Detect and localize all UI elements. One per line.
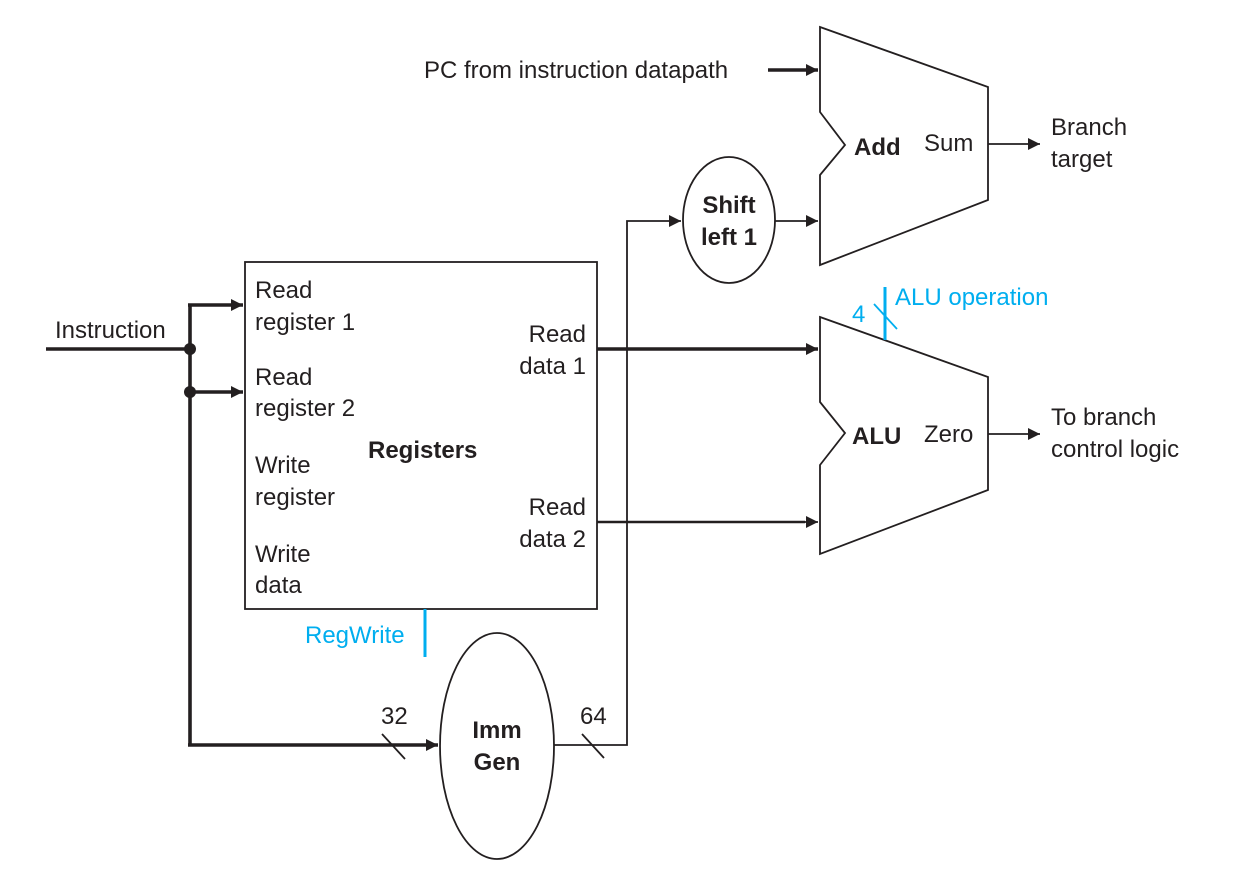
imm-out-width-label: 64 [580,703,607,730]
registers-label: Registers [368,437,477,464]
shift-label-b: left 1 [701,224,757,251]
junction-dot-2 [184,386,196,398]
shift-label-a: Shift [702,192,755,219]
imm-in-width-label: 32 [381,703,408,730]
pc-input-label: PC from instruction datapath [424,57,728,84]
read-data-1-label-b: data 1 [519,353,586,380]
write-register-label-a: Write [255,452,311,479]
alu-label: ALU [852,423,901,450]
imm-out-width-slash [581,733,605,759]
junction-dot-1 [184,343,196,355]
write-register-label-b: register [255,484,335,511]
read-register-1-label-b: register 1 [255,309,355,336]
read-register-2-label-a: Read [255,364,312,391]
alu-unit [819,315,989,556]
read-register-2-label-b: register 2 [255,395,355,422]
alu-zero-label: Zero [924,421,973,448]
branch-target-label-b: target [1051,146,1113,173]
read-data-1-label-a: Read [529,321,586,348]
alu-operation-label: ALU operation [895,284,1048,311]
regwrite-label: RegWrite [305,622,405,649]
read-data-2-label-b: data 2 [519,526,586,553]
read-register-1-label-a: Read [255,277,312,304]
write-data-label-a: Write [255,541,311,568]
imm-gen-unit [439,632,555,860]
registers-unit [244,261,598,610]
imm-gen-label-b: Gen [474,749,521,776]
adder-sum-label: Sum [924,130,973,157]
shift-left-unit [682,156,776,284]
adder-unit [819,25,989,267]
adder-label: Add [854,134,901,161]
branch-control-label-a: To branch [1051,404,1156,431]
read-data-2-label-a: Read [529,494,586,521]
branch-control-label-b: control logic [1051,436,1179,463]
alu-operation-width-label: 4 [852,301,865,328]
branch-target-label-a: Branch [1051,114,1127,141]
instruction-label: Instruction [55,317,166,344]
imm-in-width-slash [381,733,406,760]
alu-operation-width-slash [873,303,898,330]
imm-gen-label-a: Imm [472,717,521,744]
imm-to-shift-wire [554,215,681,746]
write-data-label-b: data [255,572,302,599]
